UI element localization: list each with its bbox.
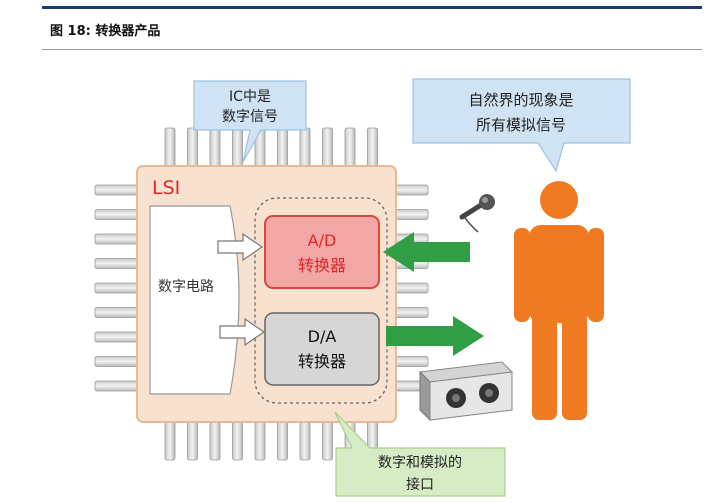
callout-nature-analog: 自然界的现象是 所有模拟信号 bbox=[412, 78, 631, 173]
chip-pin bbox=[393, 209, 429, 220]
arrow-digital-to-da bbox=[219, 317, 266, 347]
callout-ic-signal: IC中是 数字信号 bbox=[193, 80, 307, 163]
chip-pin bbox=[187, 127, 198, 169]
chip-pin bbox=[299, 127, 311, 169]
top-rule bbox=[42, 6, 702, 9]
chip-pin bbox=[393, 184, 429, 196]
title-underline bbox=[42, 49, 702, 50]
lsi-label: LSI bbox=[152, 177, 180, 199]
callout-interface: 数字和模拟的 接口 bbox=[334, 411, 506, 497]
ad-converter-line1: A/D bbox=[308, 231, 337, 250]
figure-title: 图 18: 转换器产品 bbox=[50, 24, 161, 39]
digital-circuit-label: 数字电路 bbox=[158, 279, 214, 295]
chip-pin bbox=[299, 419, 311, 461]
chip-pin bbox=[94, 184, 140, 196]
chip-pin bbox=[94, 331, 140, 343]
da-converter-line1: D/A bbox=[308, 327, 337, 346]
digital-circuit-block bbox=[149, 205, 240, 395]
ad-converter-box bbox=[264, 215, 380, 289]
chip-pin bbox=[393, 307, 429, 318]
chip-pin bbox=[94, 380, 140, 392]
chip-pin bbox=[277, 419, 288, 461]
chip-pin bbox=[254, 419, 266, 461]
chip-pin bbox=[367, 127, 378, 169]
chip-pin bbox=[322, 419, 333, 461]
chip-pin bbox=[187, 419, 198, 461]
converter-group-outline bbox=[254, 197, 388, 404]
person-icon bbox=[514, 181, 604, 420]
callout-ic-line2: 数字信号 bbox=[222, 109, 278, 125]
chip-pin bbox=[344, 127, 356, 169]
chip-pin bbox=[209, 127, 221, 169]
ad-converter-line2: 转换器 bbox=[298, 256, 346, 275]
chip-pin bbox=[322, 127, 333, 169]
chip-pin bbox=[232, 419, 243, 461]
chip-pin bbox=[94, 209, 140, 220]
speaker-icon bbox=[418, 361, 514, 422]
callout-interface-line2: 接口 bbox=[406, 476, 434, 493]
chip-pin bbox=[277, 127, 288, 169]
arrow-analog-input bbox=[383, 232, 470, 272]
da-converter-box bbox=[264, 312, 380, 386]
callout-nature-line1: 自然界的现象是 bbox=[468, 91, 573, 109]
da-converter-line2: 转换器 bbox=[298, 352, 346, 371]
chip-pin bbox=[232, 127, 243, 169]
arrow-ad-to-digital bbox=[217, 232, 264, 262]
chip-pin bbox=[94, 258, 140, 269]
chip-pin bbox=[94, 233, 140, 245]
chip-pin bbox=[393, 356, 429, 367]
chip-pin bbox=[393, 282, 429, 294]
callout-interface-line1: 数字和模拟的 bbox=[378, 455, 462, 471]
chip-pin bbox=[94, 282, 140, 294]
callout-ic-line1: IC中是 bbox=[229, 89, 271, 105]
chip-pin bbox=[164, 127, 176, 169]
microphone-icon bbox=[459, 194, 495, 233]
chip-pin bbox=[209, 419, 221, 461]
chip-pin bbox=[94, 356, 140, 367]
arrow-analog-output bbox=[386, 316, 484, 356]
chip-pin bbox=[94, 307, 140, 318]
callout-nature-line2: 所有模拟信号 bbox=[476, 116, 566, 134]
chip-pin bbox=[164, 419, 176, 461]
